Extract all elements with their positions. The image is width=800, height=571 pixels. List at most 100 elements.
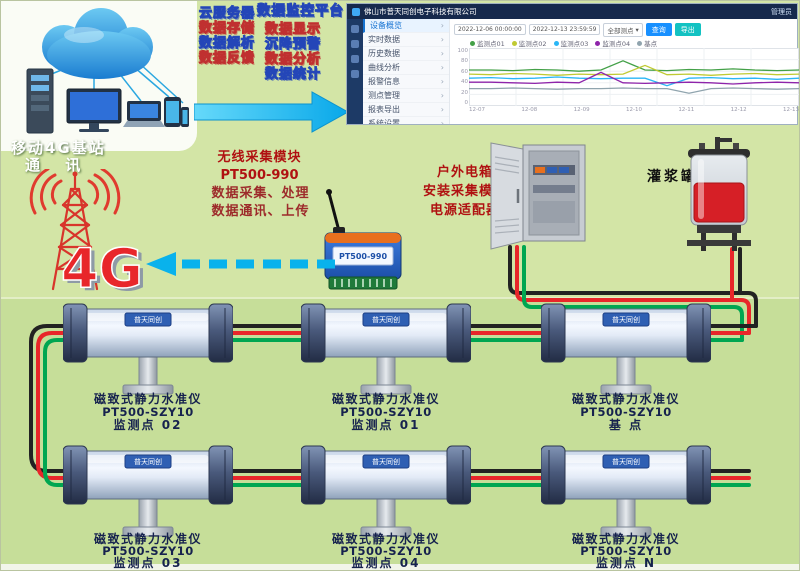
- antenna-icon: [327, 192, 341, 232]
- export-button[interactable]: 导出: [674, 23, 701, 36]
- dashboard-filter-bar: 2022-12-06 00:00:00 2022-12-13 23:59:59 …: [454, 21, 793, 38]
- chevron-right-icon: ›: [440, 63, 444, 72]
- level-sensor-graphic: 普天同创: [62, 303, 234, 395]
- chevron-down-icon: ▾: [635, 25, 639, 34]
- wireless-link-arrow-icon: [146, 252, 337, 276]
- menu-item[interactable]: 历史数据›: [363, 47, 449, 61]
- footer-strip: [1, 564, 799, 570]
- sensor-brand-label: 普天同创: [372, 315, 400, 324]
- menu-item[interactable]: 报警信息›: [363, 75, 449, 89]
- sensor-brand-label: 普天同创: [134, 457, 162, 466]
- tank-liquid: [693, 182, 745, 223]
- chevron-right-icon: ›: [440, 105, 444, 114]
- g4-label-line2: 通 讯: [25, 156, 91, 174]
- cloud-server-illustration: [26, 8, 189, 134]
- module-model: PT500-990: [220, 168, 299, 183]
- outdoor-cabinet-illustration: [490, 142, 586, 250]
- cloud-services-text: 云服务器 数据存储 数据解析 数据反馈: [198, 5, 256, 66]
- cloud-line: 数据反馈: [198, 50, 256, 66]
- menu-item[interactable]: 系统设置›: [363, 117, 449, 124]
- platform-line: 数据分析: [264, 51, 322, 67]
- cloud-line: 云服务器: [198, 5, 256, 21]
- menu-item[interactable]: 设备概览›: [363, 19, 449, 33]
- phone-icon: [181, 107, 189, 127]
- power-box-line: 电源适配器: [429, 203, 500, 218]
- power-box-line: 户外电箱: [436, 165, 493, 180]
- chevron-right-icon: ›: [440, 77, 444, 86]
- sensor-label: 磁致式静力水准仪 PT500-SZY10 监测点 03: [93, 532, 202, 570]
- end-date-input[interactable]: 2022-12-13 23:59:59: [528, 24, 601, 35]
- tank-label: 灌浆罐: [647, 169, 698, 185]
- legend-dot-icon: [553, 40, 559, 46]
- monitoring-dashboard-screenshot: 佛山市普天同创电子科技有限公司 管理员 设备概览› 实时数据› 历史数据› 曲线…: [346, 3, 799, 125]
- legend-dot-icon: [637, 40, 643, 46]
- power-box-line: 安装采集模块: [422, 184, 507, 199]
- sensor-device: 普天同创: [62, 299, 234, 399]
- server-tower-icon: [26, 68, 54, 134]
- legend-item[interactable]: 基点: [637, 38, 657, 48]
- bell-icon[interactable]: [351, 55, 359, 63]
- menu-item[interactable]: 曲线分析›: [363, 61, 449, 75]
- sensor-label: 磁致式静力水准仪 PT500-SZY10 监测点 N: [571, 532, 680, 570]
- g4-logo-shadow: 4G: [65, 240, 147, 297]
- chevron-right-icon: ›: [440, 91, 444, 100]
- sensor-device: 普天同创: [62, 441, 234, 541]
- legend-item[interactable]: 监测点04: [595, 38, 630, 48]
- module-title: 无线采集模块: [217, 150, 302, 165]
- platform-title: 数据监控平台: [256, 3, 344, 19]
- module-faceplate-label: PT500-990: [339, 252, 387, 261]
- menu-item[interactable]: 报表导出›: [363, 103, 449, 117]
- chart-legend: 监测点01 监测点02 监测点03 监测点04 基点: [454, 38, 793, 48]
- wireless-module-device: PT500-990: [324, 189, 402, 290]
- chevron-right-icon: ›: [440, 119, 444, 124]
- gear-icon[interactable]: [351, 70, 359, 78]
- radio-waves-icon: [29, 169, 121, 215]
- sensor-device: 普天同创: [540, 299, 712, 399]
- sensor-brand-label: 普天同创: [612, 457, 640, 466]
- platform-line: 数据显示: [264, 21, 322, 37]
- query-button[interactable]: 查询: [645, 23, 672, 36]
- wireless-module-desc: 数据采集、处理 数据通讯、上传: [193, 185, 328, 221]
- legend-dot-icon: [595, 40, 601, 46]
- module-desc-line: 数据通讯、上传: [211, 204, 310, 219]
- platform-line: 沉降预警: [264, 36, 322, 52]
- tablet-icon: [164, 97, 181, 127]
- sensor-brand-label: 普天同创: [134, 315, 162, 324]
- sensor-device: 普天同创: [540, 441, 712, 541]
- sensor-brand-label: 普天同创: [372, 457, 400, 466]
- dashboard-icon-rail: [347, 19, 363, 124]
- sensor-label: 磁致式静力水准仪 PT500-SZY10 监测点 01: [331, 392, 440, 432]
- dashboard-logo-icon: [352, 7, 360, 16]
- g4-label-line1: 移动4G基站: [11, 139, 106, 157]
- power-box-text: 户外电箱 安装采集模块 电源适配器: [415, 163, 515, 220]
- flow-arrow-icon: [194, 91, 350, 133]
- laptop-icon: [123, 101, 165, 127]
- cloud-line: 数据解析: [198, 35, 256, 51]
- scope-select[interactable]: 全部测点▾: [603, 22, 643, 37]
- g4-tower-illustration: 4G 4G: [29, 169, 147, 297]
- dashboard-title: 佛山市普天同创电子科技有限公司: [364, 7, 477, 16]
- grouting-tank-illustration: [687, 137, 751, 251]
- g4-logo: 4G: [61, 237, 143, 297]
- wireless-module-title: 无线采集模块 PT500-990: [197, 149, 322, 185]
- chevron-right-icon: ›: [440, 21, 444, 30]
- chevron-right-icon: ›: [440, 49, 444, 58]
- cloud-icon: [42, 8, 153, 79]
- start-date-input[interactable]: 2022-12-06 00:00:00: [454, 24, 526, 35]
- dashboard-user[interactable]: 管理员: [771, 7, 792, 16]
- menu-item[interactable]: 测点管理›: [363, 89, 449, 103]
- legend-dot-icon: [511, 40, 517, 46]
- legend-dot-icon: [470, 40, 475, 46]
- legend-item[interactable]: 监测点03: [553, 38, 588, 48]
- legend-item[interactable]: 监测点01: [470, 38, 505, 48]
- menu-item[interactable]: 实时数据›: [363, 33, 449, 47]
- chart-icon[interactable]: [351, 40, 359, 48]
- sensor-device: 普天同创: [300, 299, 472, 399]
- home-icon[interactable]: [351, 25, 359, 33]
- legend-item[interactable]: 监测点02: [511, 38, 547, 48]
